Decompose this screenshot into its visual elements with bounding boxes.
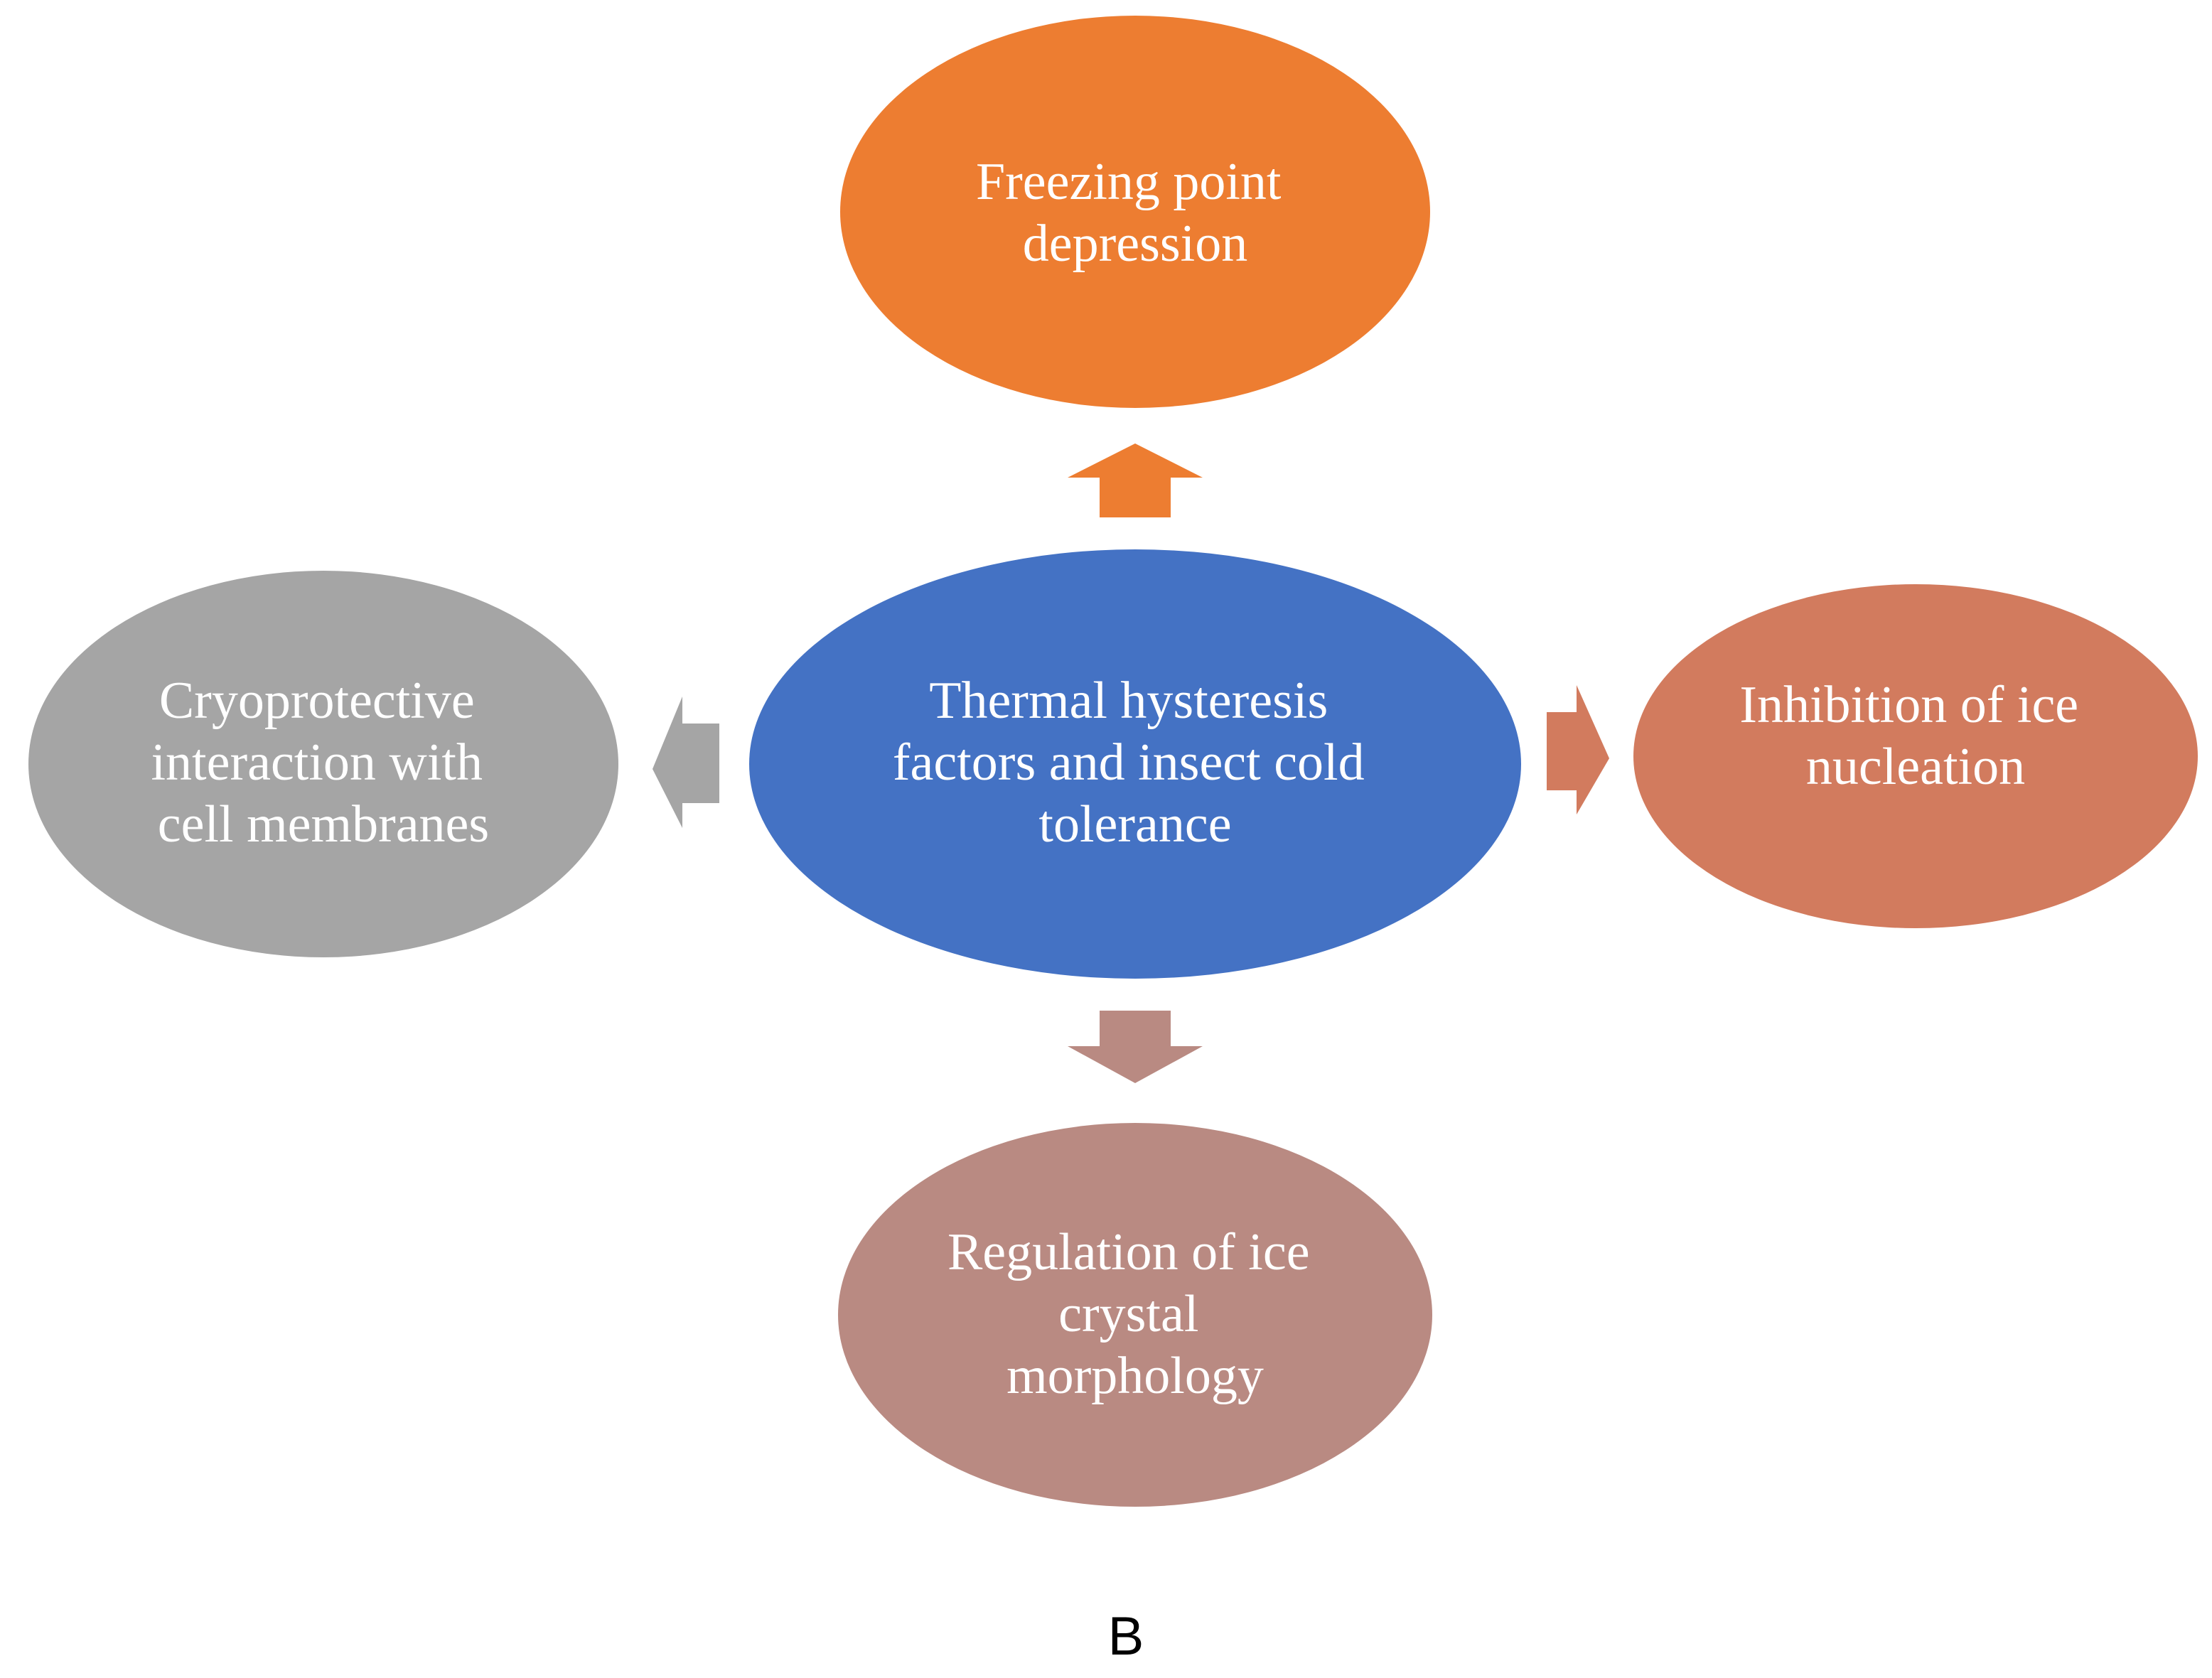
top-ellipse bbox=[840, 16, 1430, 408]
arrow-right-to-ice-nucleation bbox=[1547, 685, 1609, 814]
left-ellipse bbox=[28, 571, 618, 957]
panel-label: B bbox=[1108, 1606, 1144, 1667]
arrow-up-to-freezing-point bbox=[1068, 443, 1203, 517]
center-label: Thermal hysteresis factors and insect co… bbox=[893, 672, 1378, 854]
arrow-down-to-crystal-morphology bbox=[1068, 1011, 1203, 1083]
bottom-label: Regulation of ice crystal morphology bbox=[947, 1223, 1323, 1405]
left-label: Cryoprotective interaction with cell mem… bbox=[151, 672, 496, 854]
right-label: Inhibition of ice nucleation bbox=[1739, 676, 2091, 796]
center-ellipse bbox=[749, 549, 1521, 979]
right-ellipse bbox=[1633, 584, 2198, 928]
top-label: Freezing point depression bbox=[976, 153, 1294, 273]
bottom-ellipse bbox=[838, 1123, 1432, 1507]
arrow-left-to-cell-membranes bbox=[653, 697, 719, 828]
